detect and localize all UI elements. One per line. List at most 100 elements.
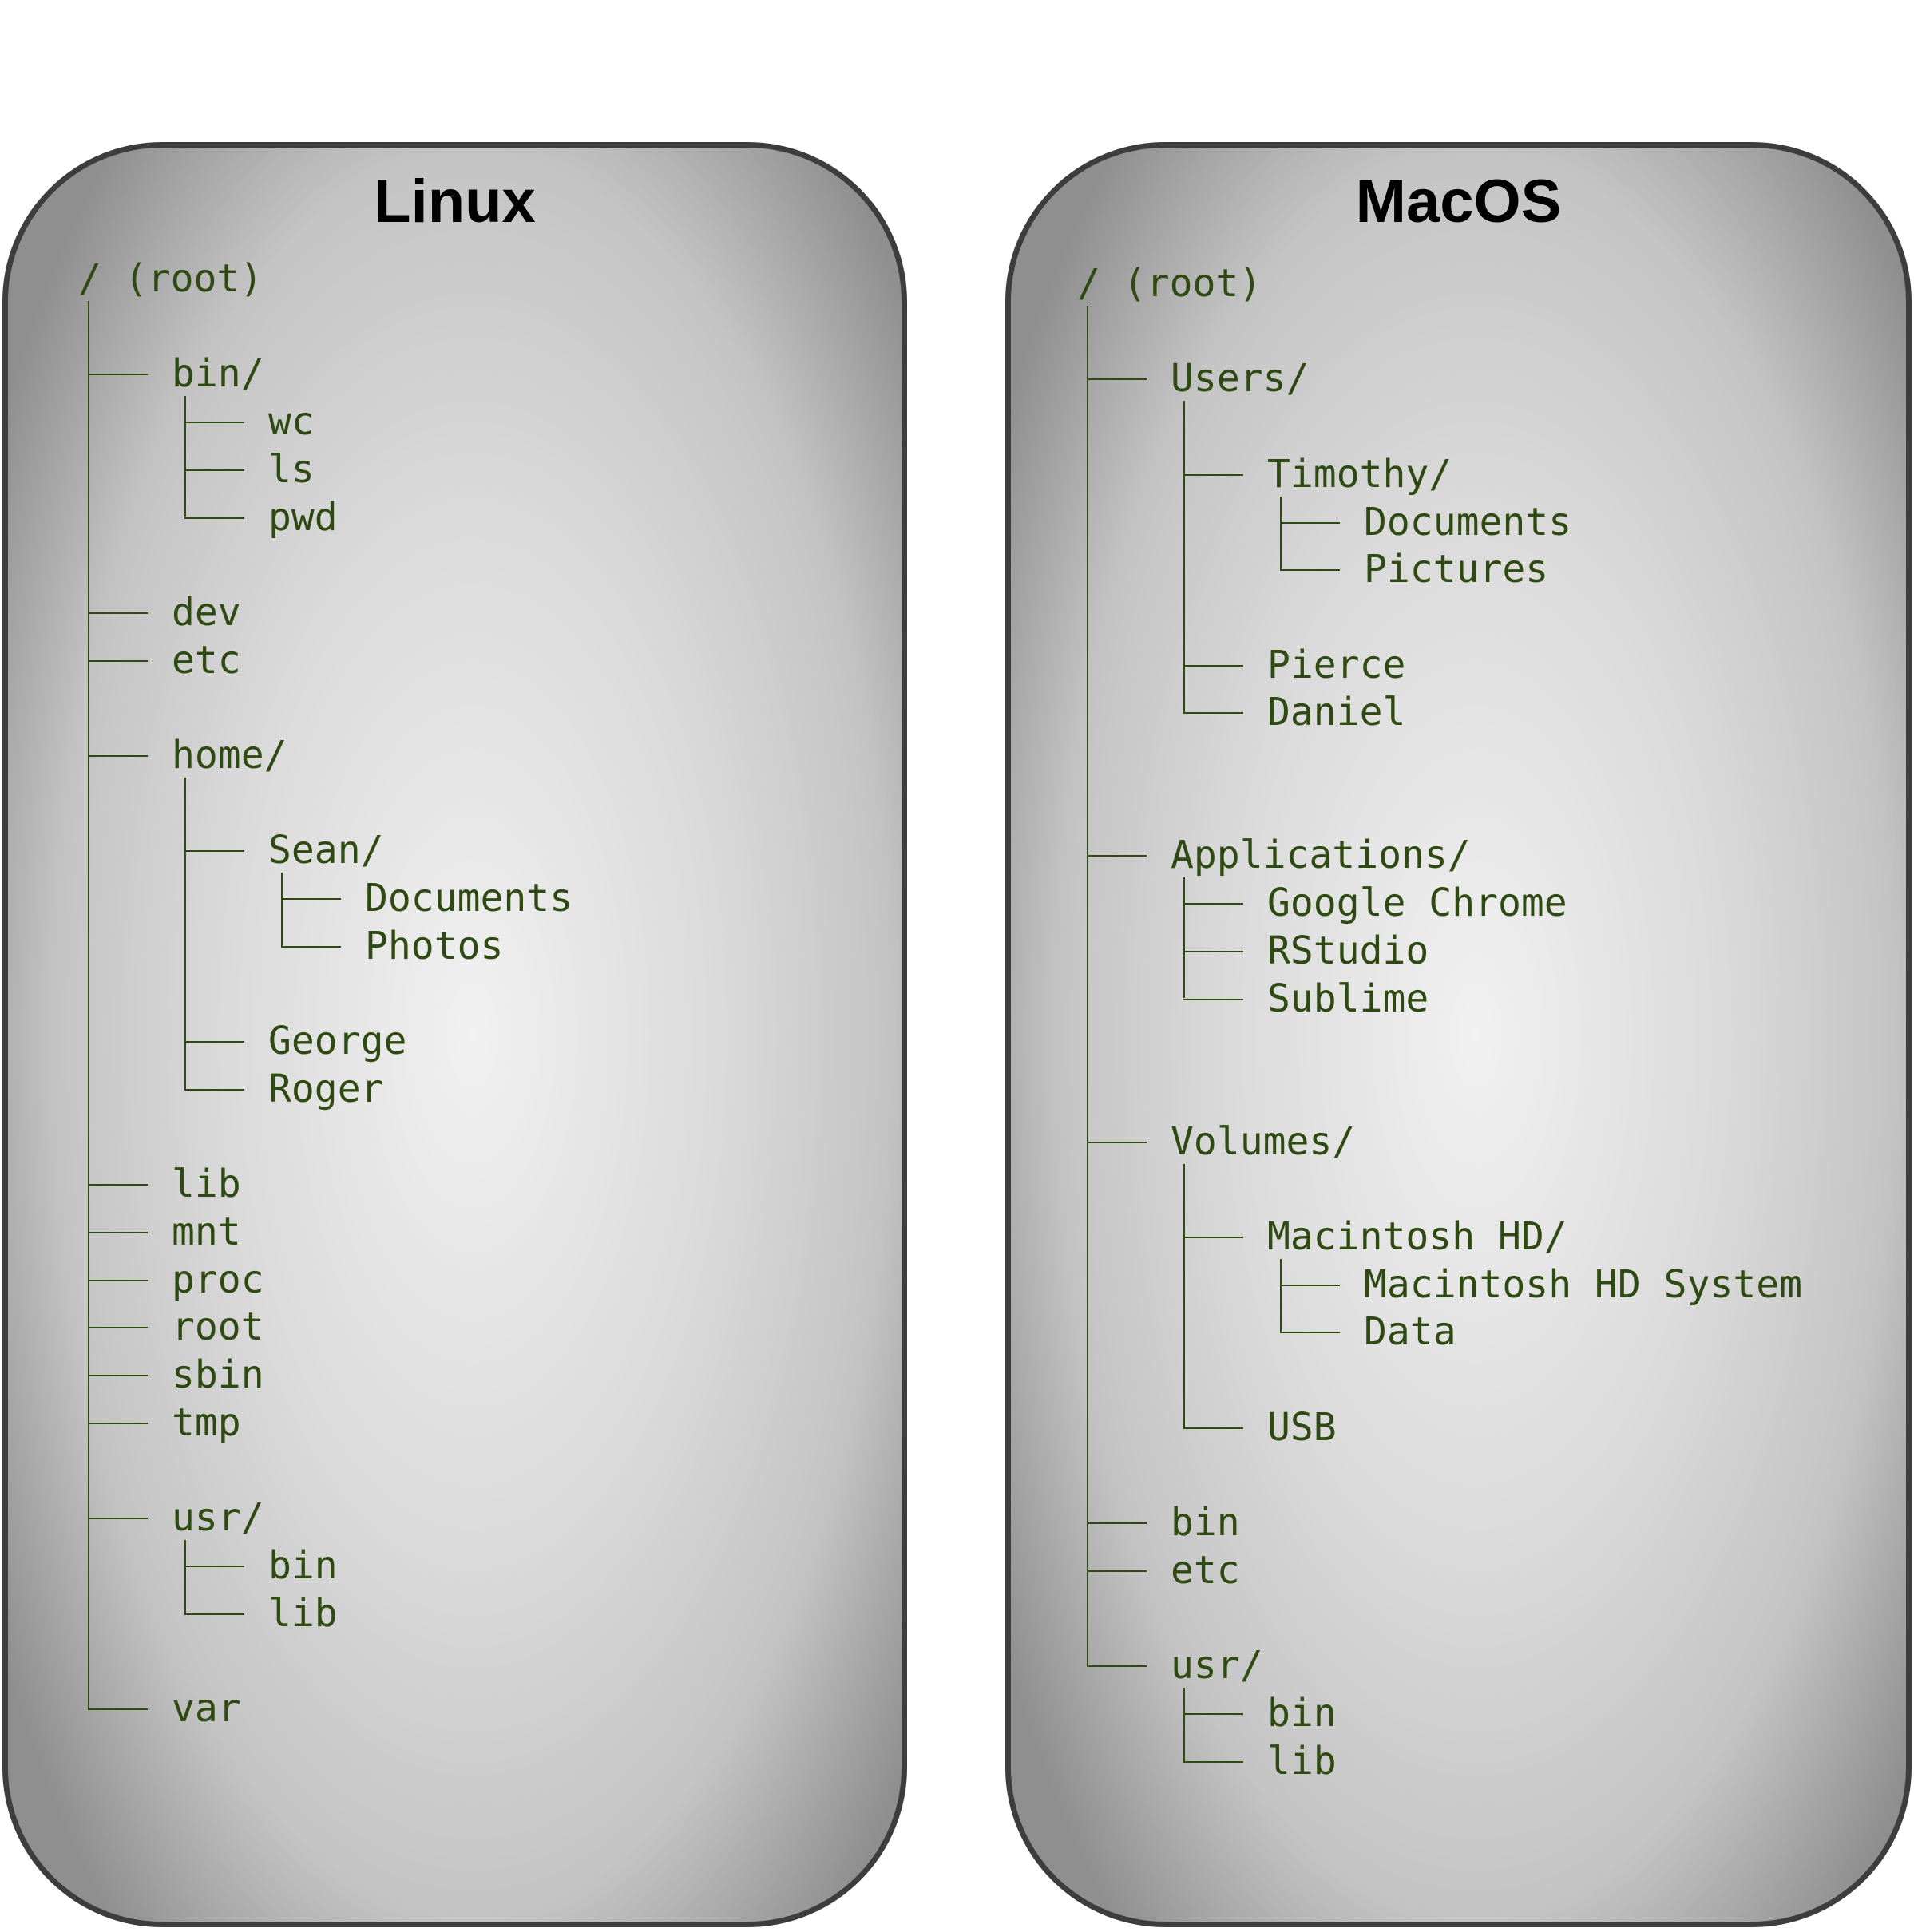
tree-trunk-line [1087, 306, 1088, 1666]
tree-node-ls: ls [268, 446, 315, 492]
tree-trunk-line [88, 301, 89, 1708]
tree-connector [1280, 1284, 1340, 1286]
tree-node-lib: lib [1267, 1738, 1337, 1784]
linux-title: Linux [374, 168, 536, 236]
tree-connector [1183, 1427, 1243, 1429]
tree-branch-line [184, 778, 186, 1089]
tree-node-data: Data [1364, 1309, 1456, 1355]
tree-node-users: Users/ [1171, 356, 1310, 402]
tree-connector [1280, 1332, 1340, 1334]
tree-branch-line [1280, 1259, 1282, 1332]
tree-connector [1183, 1760, 1243, 1763]
tree-branch-line [184, 396, 186, 517]
tree-node-var: var [172, 1686, 241, 1731]
tree-branch-line [1183, 877, 1185, 999]
tree-node-daniel: Daniel [1267, 690, 1406, 735]
tree-node-bin: bin [1267, 1691, 1337, 1736]
tree-connector [1183, 1713, 1243, 1715]
tree-node-pictures: Pictures [1364, 547, 1549, 592]
tree-connector [88, 1327, 148, 1329]
tree-connector [1087, 1141, 1147, 1143]
tree-connector [1280, 521, 1340, 524]
tree-node-rstudio: RStudio [1267, 928, 1429, 973]
tree-connector [88, 755, 148, 757]
tree-connector [1183, 664, 1243, 667]
tree-connector [184, 1565, 244, 1567]
tree-branch-line [281, 873, 283, 946]
tree-node-etc: etc [1171, 1547, 1240, 1593]
tree-connector [88, 1279, 148, 1281]
tree-connector [88, 1375, 148, 1377]
tree-connector [184, 1088, 244, 1091]
tree-node-home: home/ [172, 733, 287, 778]
tree-connector [88, 1518, 148, 1520]
tree-connector [88, 612, 148, 614]
tree-node-wc: wc [268, 399, 315, 445]
tree-node-applications: Applications/ [1171, 833, 1471, 878]
tree-branch-line [1183, 1688, 1185, 1761]
tree-node-usb: USB [1267, 1404, 1337, 1450]
tree-node-timothy: Timothy/ [1267, 451, 1452, 497]
tree-node-tmp: tmp [172, 1400, 241, 1445]
tree-connector [88, 1422, 148, 1424]
tree-node-mnt: mnt [172, 1209, 241, 1254]
tree-node-photos: Photos [365, 923, 504, 968]
tree-connector [1087, 1665, 1147, 1668]
tree-node-lib: lib [172, 1162, 241, 1207]
tree-node-george: George [268, 1019, 407, 1064]
tree-connector [88, 659, 148, 662]
tree-node-usr: usr/ [1171, 1643, 1263, 1689]
tree-connector [88, 1184, 148, 1186]
tree-node-pierce: Pierce [1267, 642, 1406, 687]
tree-node-bin: bin [1171, 1500, 1240, 1546]
tree-node-proc: proc [172, 1257, 264, 1302]
tree-connector [1087, 855, 1147, 857]
tree-connector [281, 945, 341, 948]
tree-node-bin: bin [268, 1542, 338, 1588]
tree-connector [1183, 903, 1243, 905]
tree-node-google-chrome: Google Chrome [1267, 881, 1567, 926]
tree-node-roger: Roger [268, 1066, 384, 1111]
tree-branch-line [1280, 496, 1282, 570]
tree-connector [184, 517, 244, 519]
tree-connector [88, 1232, 148, 1233]
tree-node-dev: dev [172, 589, 241, 635]
tree-connector [184, 469, 244, 471]
tree-branch-line [184, 1540, 186, 1613]
tree-connector [281, 898, 341, 901]
tree-connector [88, 1708, 148, 1710]
tree-connector [1280, 569, 1340, 572]
macos-title: MacOS [1355, 168, 1562, 236]
tree-node-documents: Documents [1364, 499, 1572, 544]
tree-connector [1087, 1570, 1147, 1572]
tree-node-sean: Sean/ [268, 828, 384, 873]
tree-node-documents: Documents [365, 876, 573, 921]
tree-connector [1183, 1237, 1243, 1238]
tree-root: / (root) [78, 256, 264, 301]
tree-node-usr: usr/ [172, 1495, 264, 1541]
tree-connector [184, 850, 244, 853]
tree-node-macintosh-hd-system: Macintosh HD System [1364, 1261, 1803, 1307]
tree-connector [1087, 1522, 1147, 1525]
tree-connector [184, 422, 244, 424]
tree-branch-line [1183, 401, 1185, 713]
tree-root: / (root) [1077, 261, 1262, 306]
tree-connector [1183, 473, 1243, 476]
tree-connector [184, 1041, 244, 1043]
tree-node-etc: etc [172, 637, 241, 683]
tree-node-pwd: pwd [268, 494, 338, 540]
tree-branch-line [1183, 1163, 1185, 1427]
tree-connector [88, 374, 148, 376]
tree-node-lib: lib [268, 1590, 338, 1636]
tree-node-macintosh-hd: Macintosh HD/ [1267, 1214, 1567, 1259]
tree-connector [1183, 998, 1243, 1000]
tree-node-volumes: Volumes/ [1171, 1118, 1356, 1164]
tree-connector [1087, 378, 1147, 381]
tree-node-sbin: sbin [172, 1352, 264, 1398]
tree-connector [1183, 950, 1243, 952]
tree-node-root: root [172, 1304, 264, 1350]
tree-connector [184, 1613, 244, 1615]
tree-connector [1183, 712, 1243, 715]
